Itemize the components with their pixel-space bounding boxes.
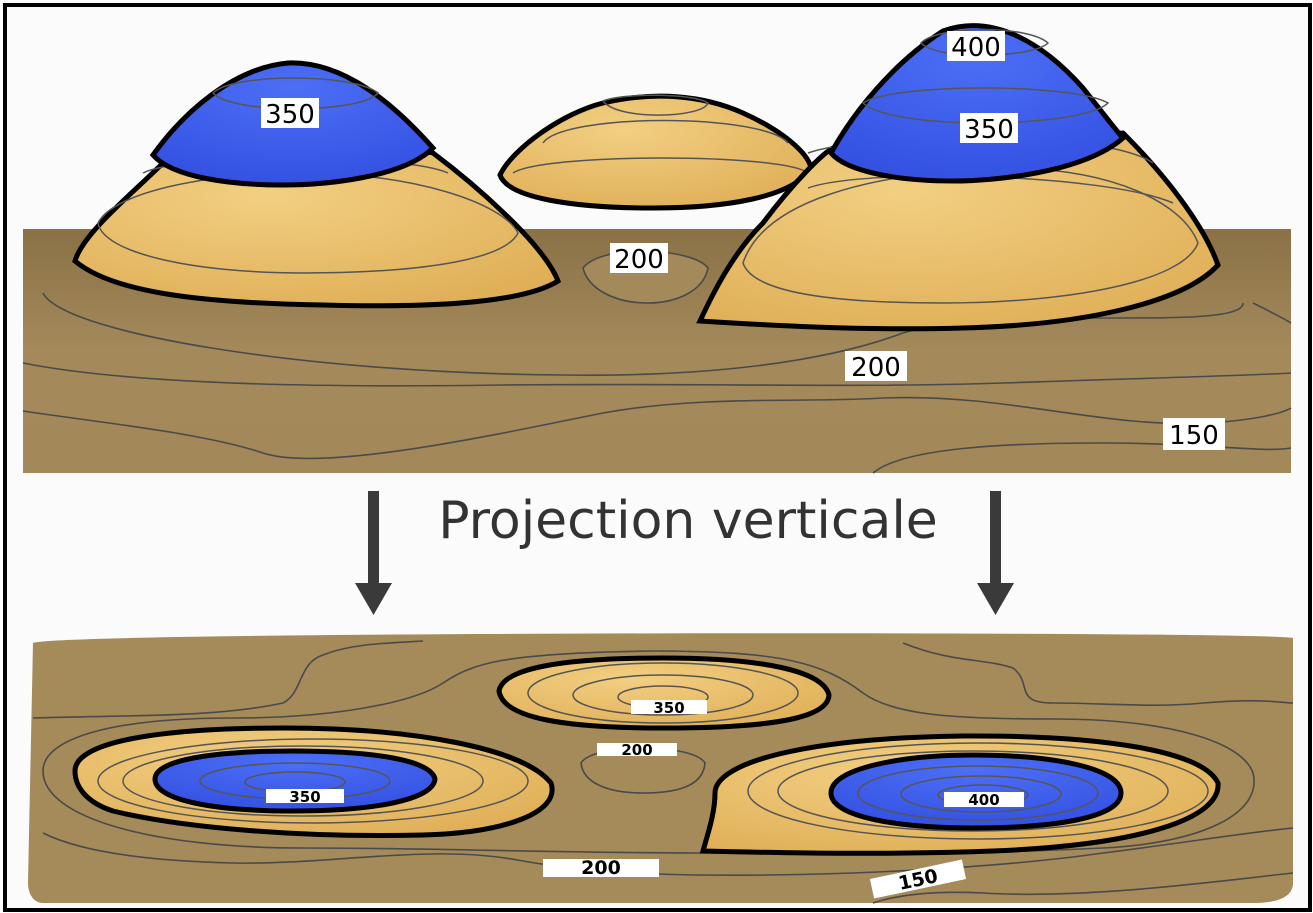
label-mid-map: 200 bbox=[543, 857, 659, 879]
label-mid: 200 bbox=[845, 351, 907, 383]
contour-line bbox=[542, 119, 789, 144]
label-saddle-map: 200 bbox=[597, 741, 677, 759]
contour-line bbox=[527, 662, 799, 724]
label-right-peak: 350 bbox=[960, 113, 1018, 145]
right-hill-sand bbox=[696, 130, 1221, 332]
label-right-hill: 400 bbox=[944, 791, 1024, 809]
contour-line bbox=[777, 750, 1169, 832]
svg-text:200: 200 bbox=[621, 741, 652, 759]
map-view: 350 350 200 400 200 150 bbox=[28, 633, 1294, 904]
label-center-hill: 350 bbox=[631, 699, 707, 717]
contour-line bbox=[122, 745, 484, 817]
svg-text:200: 200 bbox=[851, 353, 901, 383]
contour-line bbox=[861, 87, 1110, 124]
svg-text:350: 350 bbox=[265, 100, 315, 130]
label-left-hill: 350 bbox=[266, 788, 344, 806]
contour-line bbox=[211, 77, 380, 110]
contour-line bbox=[742, 167, 1199, 304]
contour-line bbox=[97, 738, 529, 824]
contour-line bbox=[872, 442, 1292, 474]
contour-line bbox=[512, 157, 809, 174]
left-hill-blue bbox=[152, 748, 438, 814]
contour-line bbox=[572, 674, 754, 716]
svg-text:350: 350 bbox=[653, 699, 684, 717]
contour-line bbox=[747, 742, 1209, 840]
right-hill-blue bbox=[827, 23, 1127, 184]
svg-text:150: 150 bbox=[1169, 421, 1219, 451]
diagram-frame: 350 400 350 200 200 150 Projection vert bbox=[3, 3, 1312, 912]
svg-text:350: 350 bbox=[289, 788, 320, 806]
svg-text:400: 400 bbox=[951, 33, 1001, 63]
contour-line bbox=[42, 650, 1255, 855]
svg-text:200: 200 bbox=[581, 857, 621, 879]
center-hill-sand bbox=[497, 93, 814, 211]
contour-line bbox=[1252, 302, 1292, 324]
caption-title: Projection verticale bbox=[438, 491, 938, 551]
contour-line bbox=[902, 642, 1294, 707]
contour-line bbox=[900, 775, 1062, 813]
contour-line bbox=[601, 94, 709, 116]
contour-line bbox=[872, 872, 1294, 904]
diagram-canvas: 350 400 350 200 200 150 Projection vert bbox=[22, 23, 1294, 904]
label-right-peak-top: 400 bbox=[947, 31, 1005, 63]
relief-view: 350 400 350 200 200 150 bbox=[22, 23, 1292, 474]
arrow-left-icon bbox=[355, 491, 392, 615]
label-low: 150 bbox=[1163, 418, 1225, 451]
label-saddle: 200 bbox=[610, 243, 668, 275]
contour-line bbox=[22, 362, 1292, 387]
svg-text:400: 400 bbox=[968, 791, 999, 809]
center-hill-sand bbox=[496, 655, 832, 731]
right-hill-blue bbox=[828, 752, 1124, 831]
contour-line bbox=[32, 640, 424, 719]
svg-text:200: 200 bbox=[614, 245, 664, 275]
arrow-right-icon bbox=[977, 491, 1014, 615]
label-left-peak: 350 bbox=[261, 98, 319, 130]
contour-line bbox=[42, 292, 1244, 376]
contour-line bbox=[857, 765, 1099, 821]
svg-text:350: 350 bbox=[964, 115, 1014, 145]
